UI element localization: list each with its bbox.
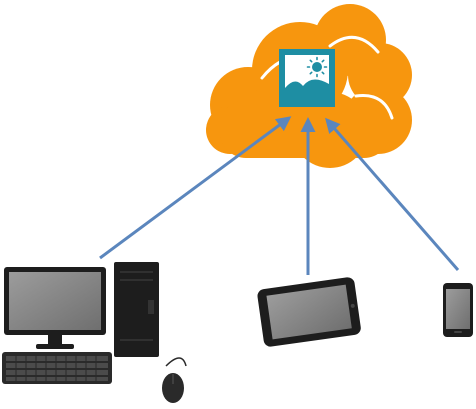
arrow-phone-to-image xyxy=(325,117,460,271)
tablet-icon xyxy=(257,277,361,347)
keyboard-icon xyxy=(2,352,112,384)
tower-icon xyxy=(114,262,159,357)
image-icon xyxy=(279,49,335,107)
sync-arrows xyxy=(99,116,460,275)
arrow-desktop-to-image xyxy=(99,116,292,260)
desktop-computer-icon xyxy=(2,262,187,403)
smartphone-icon xyxy=(443,283,473,337)
mouse-icon xyxy=(162,357,187,403)
monitor-icon xyxy=(4,267,106,349)
